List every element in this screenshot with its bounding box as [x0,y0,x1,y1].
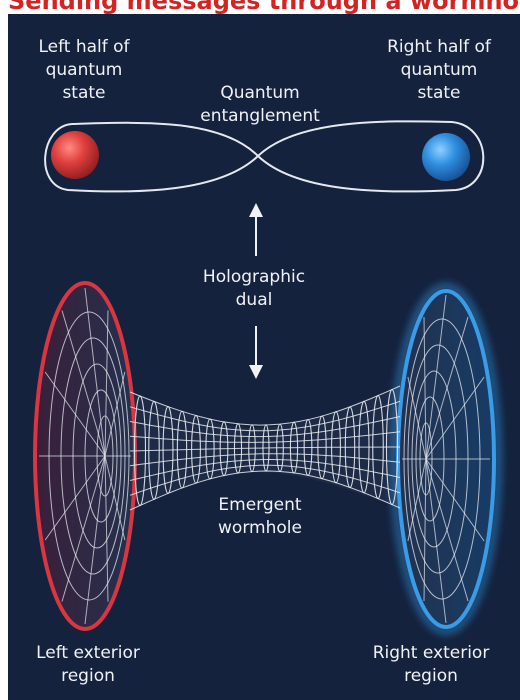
entanglement-loop [45,121,483,191]
entanglement-label: Quantum entanglement [185,82,335,128]
left-qubit-sphere-icon [51,131,99,179]
holographic-dual-label: Holographic dual [176,266,332,312]
right-half-label: Right half of quantum state [368,36,510,105]
right-qubit-sphere-icon [422,133,470,181]
left-exterior-label: Left exterior region [18,642,158,688]
wormhole-label: Emergent wormhole [185,494,335,540]
right-exterior-label: Right exterior region [356,642,506,688]
left-half-label: Left half of quantum state [14,36,154,105]
